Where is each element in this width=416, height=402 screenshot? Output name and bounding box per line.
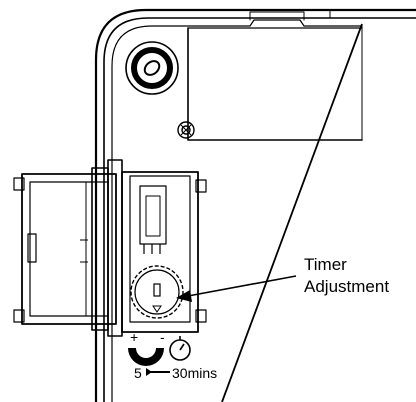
callout-label-line2: Adjustment <box>304 277 389 296</box>
callout-arrow <box>176 275 297 302</box>
mounting-boss <box>125 41 179 95</box>
hinged-cover-flap <box>13 159 123 337</box>
dial-plus-label: + <box>130 329 138 345</box>
range-indicator-icon <box>128 336 191 376</box>
dial-min-label: 5 <box>134 365 142 381</box>
timer-adjustment-dial[interactable] <box>130 265 184 319</box>
dial-range-label: 30mins <box>172 365 217 381</box>
stopwatch-icon <box>169 336 191 361</box>
dial-minus-label: - <box>160 329 165 345</box>
callout-label-line1: Timer <box>304 255 347 274</box>
timer-module <box>121 171 207 333</box>
cover-diagonal-edge <box>221 23 363 402</box>
screw-icon <box>177 121 195 139</box>
enclosure-housing <box>94 8 416 402</box>
